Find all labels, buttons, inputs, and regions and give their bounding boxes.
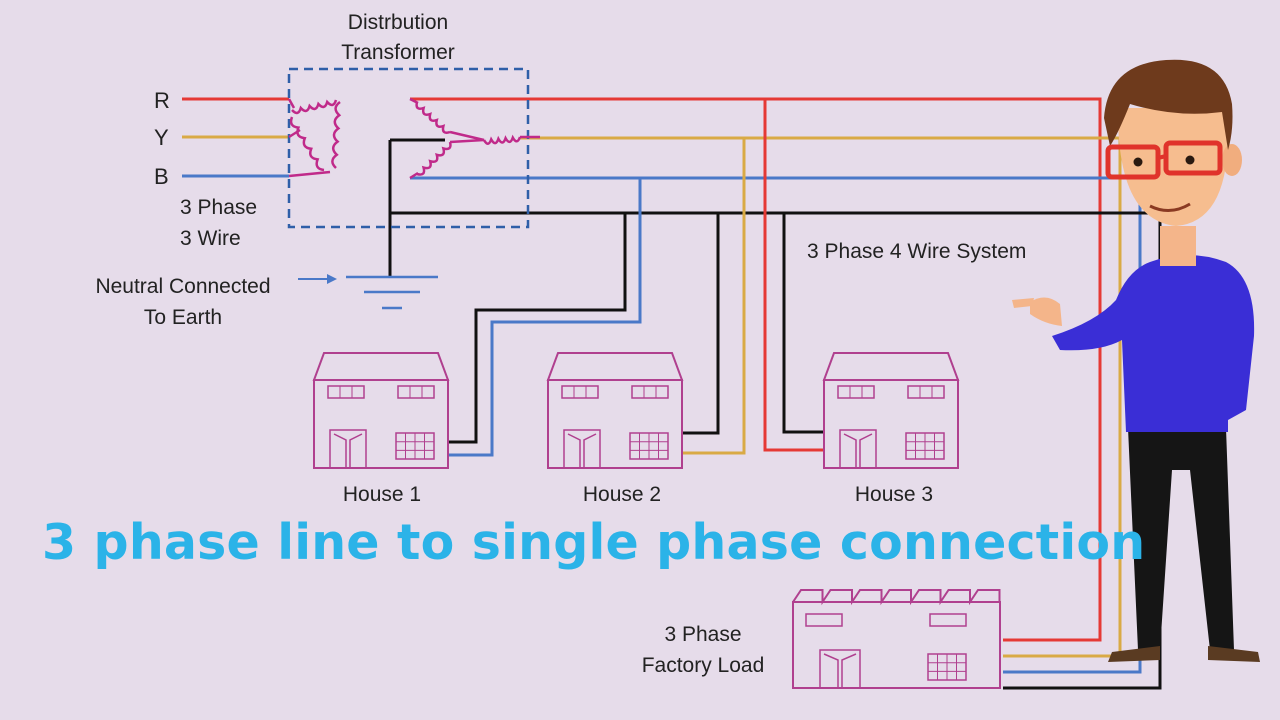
house-window-upper-left [561, 385, 599, 399]
house-window-upper-left [327, 385, 365, 399]
house-2-label: House 2 [582, 483, 662, 506]
house-window-upper-right [907, 385, 945, 399]
transformer-title: Distrbution Transformer [318, 8, 478, 68]
factory-label-line2: Factory Load [641, 654, 765, 677]
factory-label-line1: 3 Phase [664, 623, 742, 646]
star-coil-right [482, 134, 522, 145]
house-wall [313, 379, 449, 469]
supply-label-line2: 3 Wire [180, 227, 241, 250]
system-label: 3 Phase 4 Wire System [807, 240, 1027, 263]
person-shoe-right [1208, 646, 1260, 662]
person-hair [1104, 59, 1233, 150]
house-1-phase-wire [448, 178, 642, 457]
delta-coil-top [291, 99, 338, 115]
house-3-neutral-wire [782, 213, 824, 434]
transformer-title-line1: Distrbution [347, 11, 449, 34]
supply-label: 3 Phase 3 Wire [180, 192, 257, 254]
phase-b-label: B [154, 164, 169, 189]
person-face [1118, 108, 1228, 226]
star-coil-upper [415, 101, 451, 134]
star-point-link [449, 130, 485, 142]
wye-delta-transformer-icon [287, 67, 540, 229]
person-trousers [1128, 428, 1234, 650]
y-phase-line [520, 136, 1122, 658]
supply-label-line1: 3 Phase [180, 196, 258, 219]
factory-label: 3 Phase Factory Load [628, 619, 778, 681]
neutral-line [388, 140, 1162, 690]
earth-ground-icon [298, 274, 438, 310]
neutral-note: Neutral Connected To Earth [76, 271, 290, 333]
delta-lead-r [287, 98, 296, 109]
house-wall [547, 379, 683, 469]
house-roof [546, 352, 684, 381]
house-window-upper-right [397, 385, 435, 399]
person-eye-left [1133, 157, 1143, 167]
person-smile [1149, 202, 1191, 212]
house-door-panels [567, 433, 597, 468]
factory-sawtooth-roof [792, 589, 1001, 606]
neutral-arrow-head [327, 274, 337, 284]
star-lead-b [409, 171, 419, 180]
house-1-label: House 1 [342, 483, 422, 506]
factory-window-upper-right [929, 613, 967, 627]
delta-coil-left [289, 116, 325, 172]
person-glasses-left [1105, 144, 1161, 180]
star-lead-r [409, 97, 419, 105]
person-neck [1160, 226, 1196, 266]
delta-coil-right [331, 100, 342, 169]
house-door [329, 429, 367, 469]
person-glasses-bridge [1157, 154, 1167, 160]
house-window-upper-left [837, 385, 875, 399]
house-icon [312, 352, 450, 469]
person-shoe-left [1108, 646, 1160, 662]
house-roof [822, 352, 960, 381]
r-phase-line [410, 97, 1102, 642]
house-3-phase-wire [763, 99, 824, 452]
phase-r-label: R [154, 88, 170, 113]
neutral-note-line2: To Earth [143, 306, 223, 329]
delta-lead-y [288, 128, 301, 139]
factory-wall [792, 601, 1001, 689]
star-coil-lower [416, 141, 452, 176]
house-door-panels [843, 433, 873, 468]
house-door [563, 429, 601, 469]
house-1-neutral-wire [448, 213, 627, 444]
house-door [839, 429, 877, 469]
house-icon [822, 352, 960, 469]
headline: 3 phase line to single phase connection [42, 514, 1146, 571]
house-roof [312, 352, 450, 381]
person-ear [1222, 144, 1242, 176]
factory-icon [792, 589, 1001, 689]
presenter-character [1012, 59, 1260, 662]
house-window-upper-right [631, 385, 669, 399]
factory-door [819, 649, 861, 689]
house-2-neutral-wire [681, 213, 720, 435]
house-2-phase-wire [681, 138, 746, 455]
house-3-label: House 3 [854, 483, 934, 506]
house-wall [823, 379, 959, 469]
b-phase-line [410, 176, 1142, 674]
transformer-title-line2: Transformer [341, 41, 455, 64]
house-door-panels [333, 433, 363, 468]
transformer-dashed-box [287, 67, 530, 229]
star-point-link-2 [449, 138, 485, 144]
house-icon [546, 352, 684, 469]
person-eye-right [1185, 155, 1195, 165]
person-hand [1030, 297, 1062, 326]
factory-window-upper-left [805, 613, 843, 627]
houses [312, 352, 960, 469]
factory-door-panels [823, 653, 857, 688]
person-finger [1012, 298, 1034, 308]
delta-lead-b [288, 170, 331, 178]
person-shirt [1052, 255, 1255, 432]
phase-y-label: Y [154, 125, 169, 150]
neutral-note-line1: Neutral Connected [95, 275, 271, 298]
